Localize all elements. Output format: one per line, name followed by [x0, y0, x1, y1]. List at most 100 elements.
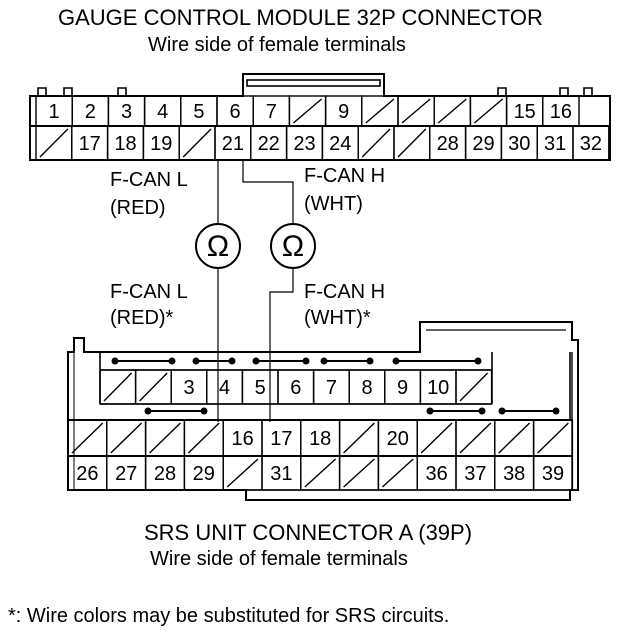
ohmmeter-right [270, 223, 316, 269]
terminal-31: 31 [261, 455, 302, 491]
terminal-3: 3 [170, 369, 208, 405]
terminal-label: 5 [193, 101, 204, 123]
terminal-29: 29 [183, 455, 224, 491]
terminal-27: 27 [106, 455, 147, 491]
terminal-3: 3 [107, 95, 146, 127]
ohm-symbol-right: Ω [282, 230, 304, 263]
terminal-label: 28 [154, 463, 176, 485]
empty-cavity [338, 419, 380, 457]
srs-row-2: 16 17 18 20 [67, 419, 574, 457]
terminal-29: 29 [464, 125, 503, 161]
terminal-7: 7 [312, 369, 350, 405]
terminal-label: 39 [542, 463, 564, 485]
terminal-label: 9 [338, 101, 349, 123]
terminal-label: 31 [270, 463, 292, 485]
terminal-label: 28 [437, 133, 459, 155]
footnote: *: Wire colors may be substituted for SR… [8, 605, 450, 627]
fcan-l-label-bottom: F-CAN L [110, 281, 188, 303]
srs-shorting-bars [111, 357, 560, 415]
wht-label-bottom: (WHT)* [304, 307, 371, 329]
terminal-label: 10 [427, 377, 449, 399]
terminal-6: 6 [277, 369, 315, 405]
terminal-label: 36 [425, 463, 447, 485]
terminal-10: 10 [419, 369, 457, 405]
terminal-label: 17 [270, 428, 292, 450]
terminal-15: 15 [505, 95, 544, 127]
empty-cavity [99, 369, 137, 405]
terminal-31: 31 [536, 125, 574, 161]
terminal-8: 8 [348, 369, 386, 405]
red-label-bottom: (RED)* [110, 307, 174, 329]
terminal-17: 17 [261, 419, 302, 457]
terminal-label: 3 [183, 377, 194, 399]
terminal-1: 1 [35, 95, 73, 127]
ohm-symbol-left: Ω [207, 230, 229, 263]
srs-connector-subtitle: Wire side of female terminals [150, 548, 408, 570]
terminal-label: 1 [49, 101, 60, 123]
terminal-36: 36 [416, 455, 457, 491]
empty-cavity [469, 95, 508, 127]
fcan-h-lead-upper [242, 160, 294, 226]
terminal-20: 20 [377, 419, 418, 457]
terminal-label: 21 [222, 133, 244, 155]
empty-cavity [134, 369, 172, 405]
empty-cavity [532, 419, 574, 457]
terminal-label: 9 [397, 377, 408, 399]
ohmmeter-icon-right [270, 223, 316, 269]
wht-label-top: (WHT) [304, 193, 363, 215]
terminal-label: 7 [266, 101, 277, 123]
empty-cavity [455, 419, 496, 457]
terminal-label: 5 [255, 377, 266, 399]
terminal-5: 5 [241, 369, 279, 405]
empty-cavity [183, 419, 224, 457]
terminal-label: 6 [290, 377, 301, 399]
terminal-label: 8 [361, 377, 372, 399]
terminal-label: 4 [219, 377, 230, 399]
empty-cavity [300, 455, 341, 491]
empty-cavity [357, 125, 395, 161]
terminal-37: 37 [455, 455, 496, 491]
terminal-18: 18 [300, 419, 341, 457]
terminal-4: 4 [143, 95, 182, 127]
terminal-6: 6 [216, 95, 254, 127]
terminal-39: 39 [532, 455, 574, 491]
terminal-4: 4 [206, 369, 244, 405]
empty-cavity [455, 369, 493, 405]
fcan-h-lead-lower [269, 268, 294, 422]
terminal-24: 24 [321, 125, 359, 161]
terminal-label: 18 [114, 133, 136, 155]
terminal-17: 17 [71, 125, 109, 161]
empty-cavity [144, 419, 186, 457]
empty-cavity [178, 125, 216, 161]
terminal-28: 28 [144, 455, 186, 491]
empty-cavity [397, 95, 435, 127]
terminal-label: 31 [544, 133, 566, 155]
terminal-label: 18 [309, 428, 331, 450]
empty-cavity [106, 419, 147, 457]
terminal-label: 6 [230, 101, 241, 123]
ohmmeter-icon-left [195, 223, 241, 269]
gauge-connector-title: GAUGE CONTROL MODULE 32P CONNECTOR [58, 5, 543, 30]
terminal-16: 16 [222, 419, 263, 457]
terminal-28: 28 [429, 125, 467, 161]
fcan-l-label-top: F-CAN L [110, 169, 188, 191]
terminal-label: 29 [193, 463, 215, 485]
red-label-top: (RED) [110, 197, 166, 219]
terminal-30: 30 [500, 125, 538, 161]
terminal-9: 9 [324, 95, 363, 127]
srs-connector-title: SRS UNIT CONNECTOR A (39P) [144, 520, 473, 545]
empty-cavity [433, 95, 472, 127]
terminal-9: 9 [384, 369, 422, 405]
empty-cavity [416, 419, 457, 457]
terminal-label: 3 [121, 101, 132, 123]
terminal-7: 7 [252, 95, 291, 127]
terminal-label: 26 [76, 463, 98, 485]
terminal-23: 23 [285, 125, 324, 161]
terminal-16: 16 [542, 95, 580, 127]
terminal-label: 15 [514, 101, 536, 123]
fcan-h-label-bottom: F-CAN H [304, 281, 386, 303]
empty-cavity [393, 125, 431, 161]
